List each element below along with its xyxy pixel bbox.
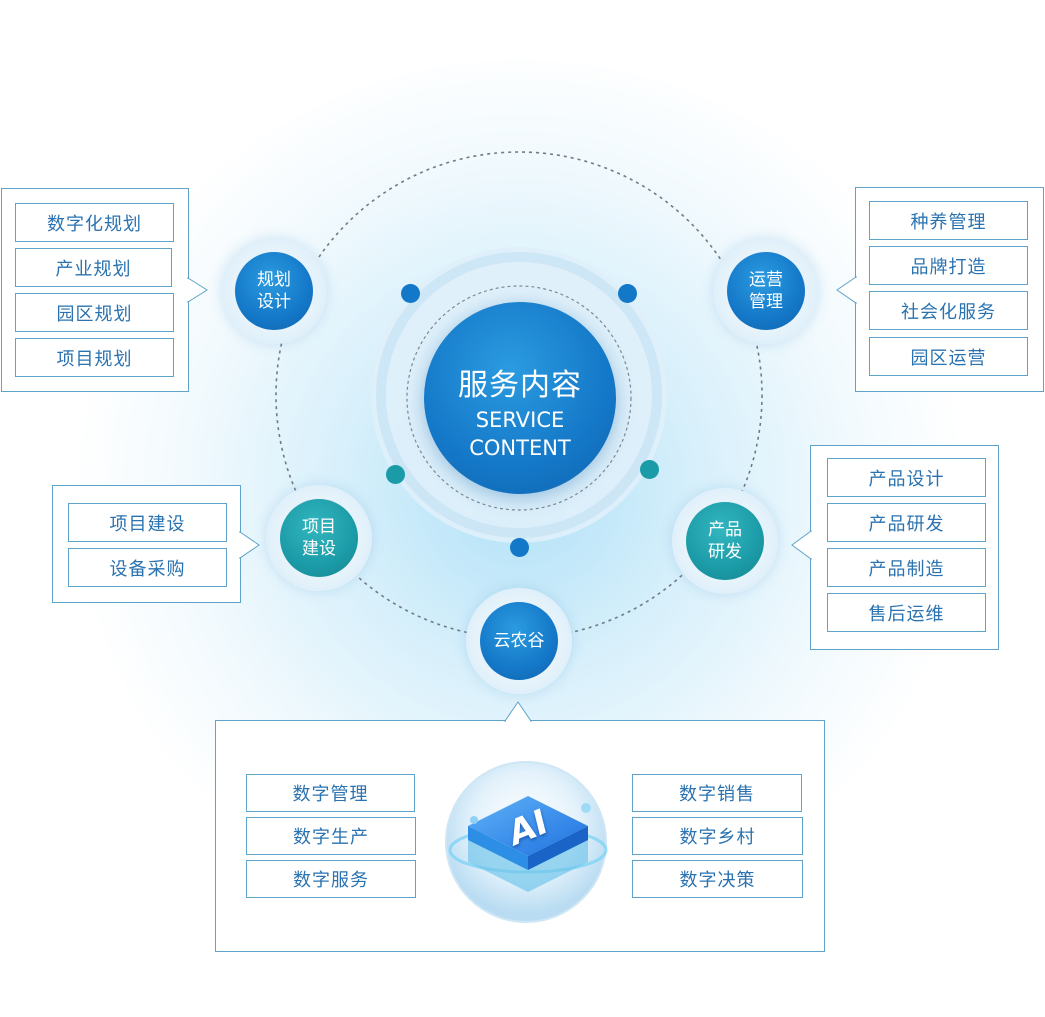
- center-halo-ring: [376, 252, 662, 538]
- panel-valley-left-item[interactable]: 数字服务: [246, 860, 416, 898]
- node-operations-line2: 管理: [749, 292, 783, 312]
- center-circle: [424, 302, 616, 494]
- node-construction-line2: 建设: [302, 539, 336, 559]
- cube-base: [468, 838, 588, 892]
- node-planning[interactable]: 规划设计: [235, 252, 313, 330]
- panel-valley-left-item[interactable]: 数字生产: [246, 817, 416, 855]
- orbit-dot: [401, 284, 420, 303]
- center-subtitle-line2: CONTENT: [469, 436, 571, 460]
- panel-operations-item[interactable]: 品牌打造: [869, 246, 1028, 285]
- orbit-dot: [510, 538, 529, 557]
- node-planning-line2: 设计: [257, 292, 291, 312]
- sparkle: [470, 816, 478, 824]
- orbit-dot: [640, 460, 659, 479]
- panel-valley-right-item[interactable]: 数字乡村: [632, 817, 803, 855]
- panel-planning-item[interactable]: 数字化规划: [15, 203, 174, 242]
- orbit-dot: [386, 465, 405, 484]
- panel-construction-item[interactable]: 项目建设: [68, 503, 227, 542]
- panel-product-item[interactable]: 产品制造: [827, 548, 986, 587]
- node-planning-line1: 规划: [257, 270, 291, 290]
- node-valley-label: 云农谷: [493, 631, 545, 651]
- node-operations[interactable]: 运营管理: [727, 252, 805, 330]
- panel-operations-item[interactable]: 社会化服务: [869, 291, 1028, 330]
- panel-valley-right-item[interactable]: 数字销售: [632, 774, 802, 812]
- panel-construction-item[interactable]: 设备采购: [68, 548, 227, 587]
- center-subtitle-line1: SERVICE: [475, 408, 565, 432]
- sparkle: [581, 803, 591, 813]
- node-construction-line1: 项目: [302, 517, 336, 537]
- cube-side-right: [528, 826, 588, 870]
- panel-planning-item[interactable]: 项目规划: [15, 338, 174, 377]
- node-construction[interactable]: 项目建设: [280, 499, 358, 577]
- node-operations-line1: 运营: [749, 270, 783, 290]
- node-product-line2: 研发: [708, 542, 742, 562]
- panel-planning-item[interactable]: 产业规划: [15, 248, 172, 287]
- panel-product-item[interactable]: 产品设计: [827, 458, 986, 497]
- panel-product-item[interactable]: 售后运维: [827, 593, 986, 632]
- panel-valley-right-item[interactable]: 数字决策: [632, 860, 803, 898]
- panel-operations-item[interactable]: 园区运营: [869, 337, 1028, 376]
- outer-orbit: [275, 151, 763, 639]
- node-valley[interactable]: 云农谷: [480, 602, 558, 680]
- panel-planning-item[interactable]: 园区规划: [15, 293, 174, 332]
- panel-operations-item[interactable]: 种养管理: [869, 201, 1028, 240]
- inner-orbit: [406, 285, 632, 511]
- orbit-dot: [618, 284, 637, 303]
- center-subtitle: SERVICE CONTENT: [425, 406, 615, 462]
- center-title: 服务内容: [458, 368, 582, 403]
- panel-valley-left-item[interactable]: 数字管理: [246, 774, 415, 812]
- panel-product-item[interactable]: 产品研发: [827, 503, 986, 542]
- node-product-line1: 产品: [708, 520, 742, 540]
- node-product[interactable]: 产品研发: [686, 502, 764, 580]
- cube-side-left: [468, 826, 528, 870]
